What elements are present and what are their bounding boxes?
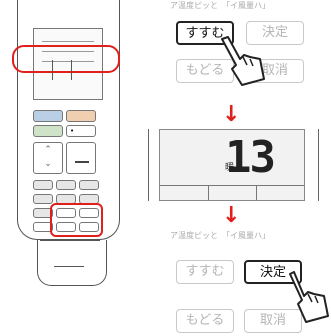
down-arrow-icon: ↓ (222, 102, 241, 127)
remote-button-cool[interactable] (33, 110, 63, 122)
hand-pointer-icon (289, 271, 329, 323)
remote-button-row-4b[interactable] (56, 222, 76, 232)
display-small-label: 暖 (225, 163, 235, 173)
hand-pointer-icon (221, 36, 265, 86)
remote-button-row-3b[interactable] (56, 208, 76, 218)
remote-button-row-4a[interactable] (33, 222, 53, 232)
remote-lcd-divider (52, 60, 53, 80)
display-frame-right (318, 129, 319, 201)
remote-button-row-1a[interactable] (33, 180, 53, 190)
remote-button-row-3c[interactable] (79, 208, 99, 218)
remote-lcd (33, 28, 103, 100)
remote-button-row-2a[interactable] (33, 194, 53, 204)
down-arrow-icon: ↓ (222, 203, 241, 228)
top-panel-header: ア温度ピッと 「イ風量ハ」 (170, 1, 270, 10)
bottom-torikeshi-button[interactable]: 取消 (244, 309, 302, 333)
remote-bottom-line (54, 266, 84, 267)
remote-buttons-highlight (50, 203, 103, 237)
remote-button-minus[interactable] (66, 142, 96, 174)
remote-button-row-1b[interactable] (56, 180, 76, 190)
bottom-modoru-button[interactable]: もどる (176, 309, 234, 333)
remote-bottom-line (40, 240, 100, 241)
top-kettei-button[interactable]: 決定 (246, 21, 304, 45)
remote-button-row-1c[interactable] (79, 180, 99, 190)
bottom-panel-header: ア温度ピッと 「イ風量ハ」 (170, 231, 270, 240)
remote-lower-body (37, 240, 107, 286)
display-value: 13 (225, 132, 276, 183)
bottom-susumu-button[interactable]: すすむ (176, 260, 234, 284)
remote-button-row-3a[interactable] (33, 208, 53, 218)
remote-button-dot[interactable]: • (66, 125, 96, 137)
indoor-display: 暖 13 (159, 129, 305, 201)
remote-temp-rocker[interactable]: ⌃⌄ (33, 142, 63, 174)
remote-button-dry[interactable] (33, 125, 63, 137)
remote-lcd-highlight (12, 45, 120, 73)
remote-button-row-4c[interactable] (79, 222, 99, 232)
remote-button-heat[interactable] (66, 110, 96, 122)
remote-lcd-divider (71, 60, 72, 80)
display-frame-left (148, 129, 149, 201)
